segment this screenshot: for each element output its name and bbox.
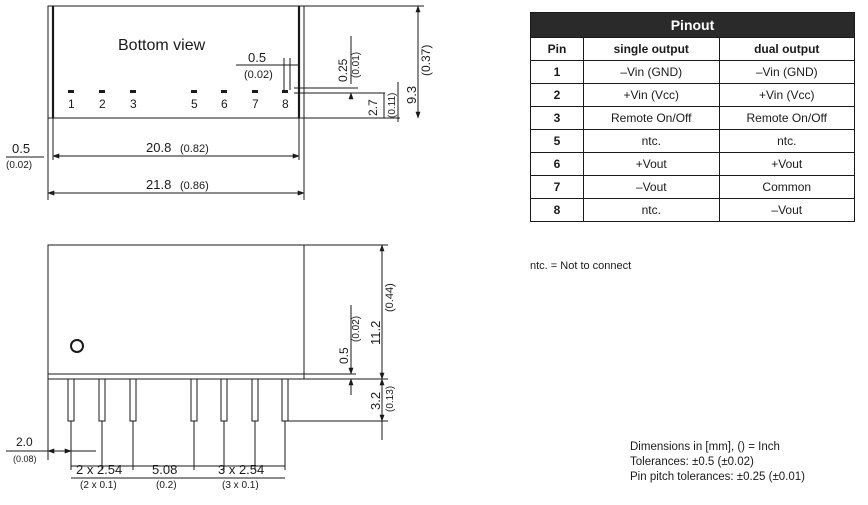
dimension-units-note: Dimensions in [mm], () = Inch xyxy=(630,441,780,453)
dual-cell: Remote On/Off xyxy=(718,106,855,130)
dim-body-depth-inch: (0.37) xyxy=(419,45,433,76)
dim-pin-width-inch: (0.02) xyxy=(244,69,273,81)
pin-cell: 5 xyxy=(530,129,584,153)
pin-cell: 3 xyxy=(530,106,584,130)
dim-inner-length-inch: (0.82) xyxy=(180,143,209,155)
pin-number: 7 xyxy=(252,97,259,111)
dim-overall-length-inch: (0.86) xyxy=(180,180,209,192)
table-row: 8 ntc. –Vout xyxy=(530,198,855,222)
pinout-header-dual: dual output xyxy=(718,37,855,61)
pin-number: 2 xyxy=(99,97,106,111)
dual-cell: +Vin (Vcc) xyxy=(718,83,855,107)
dim-pad-offset: 0.25 xyxy=(336,58,350,82)
pin1-marker-icon xyxy=(70,339,84,353)
bottom-view-drawing: Bottom view 1 2 3 5 6 7 8 0.5 (0.02) 0.2… xyxy=(6,5,433,200)
tolerance-note: Tolerances: ±0.5 (±0.02) xyxy=(630,456,754,468)
side-view-drawing: 11.2 (0.44) 0.5 (0.02) 3.2 (0.13) 2.0 (0… xyxy=(6,244,396,491)
dim-side-gap-inch: (0.02) xyxy=(6,160,32,171)
dim-body-depth: 9.3 xyxy=(404,86,419,104)
dim-pad-offset-inch: (0.01) xyxy=(351,52,362,78)
dim-body-height-inch: (0.44) xyxy=(384,283,396,312)
pin-pad xyxy=(282,90,288,93)
pin-pad xyxy=(252,90,258,93)
table-row: 2 +Vin (Vcc) +Vin (Vcc) xyxy=(530,83,855,107)
dim-pin-width: 0.5 xyxy=(248,50,266,65)
pin-cell: 6 xyxy=(530,152,584,176)
side-pin xyxy=(67,378,75,422)
pinout-header-pin: Pin xyxy=(530,37,584,61)
side-pin xyxy=(129,378,137,422)
pin-number: 3 xyxy=(130,97,137,111)
pin-cell: 2 xyxy=(530,83,584,107)
single-cell: +Vin (Vcc) xyxy=(583,83,720,107)
dim-pitch-b-inch: (3 x 0.1) xyxy=(222,480,259,491)
ntc-note: ntc. = Not to connect xyxy=(530,260,632,272)
dim-pitch-a: 2 x 2.54 xyxy=(76,462,122,477)
single-cell: +Vout xyxy=(583,152,720,176)
table-row: 3 Remote On/Off Remote On/Off xyxy=(530,106,855,130)
side-pin xyxy=(251,378,259,422)
dim-pitch-a-inch: (2 x 0.1) xyxy=(80,480,117,491)
pin-cell: 7 xyxy=(530,175,584,199)
dual-cell: Common xyxy=(718,175,855,199)
dim-pin-length-inch: (0.13) xyxy=(385,386,396,412)
single-cell: ntc. xyxy=(583,198,720,222)
single-cell: –Vout xyxy=(583,175,720,199)
dim-overall-length: 21.8 xyxy=(146,177,171,192)
table-row: 7 –Vout Common xyxy=(530,175,855,199)
pin-pitch-note: Pin pitch tolerances: ±0.25 (±0.01) xyxy=(630,471,805,483)
pin-number: 8 xyxy=(282,97,289,111)
single-cell: ntc. xyxy=(583,129,720,153)
pinout-table: Pinout Pin single output dual output 1 –… xyxy=(530,12,855,222)
table-row: 6 +Vout +Vout xyxy=(530,152,855,176)
dim-first-pin-offset-inch: (0.08) xyxy=(13,454,37,464)
dim-pin-row-height-inch: (0.11) xyxy=(387,93,398,118)
dimension-notes: Dimensions in [mm], () = Inch Tolerances… xyxy=(630,440,805,485)
pinout-header-single: single output xyxy=(583,37,720,61)
pin-cell: 8 xyxy=(530,198,584,222)
pin-pad xyxy=(130,90,136,93)
dim-pin-length: 3.2 xyxy=(368,392,383,410)
pin-pad xyxy=(191,90,197,93)
single-cell: Remote On/Off xyxy=(583,106,720,130)
dual-cell: –Vout xyxy=(718,198,855,222)
dim-pitch-b: 3 x 2.54 xyxy=(218,462,264,477)
dual-cell: +Vout xyxy=(718,152,855,176)
side-pin xyxy=(98,378,106,422)
pin-number: 6 xyxy=(221,97,228,111)
dim-first-pin-offset: 2.0 xyxy=(16,435,33,449)
dim-side-gap: 0.5 xyxy=(12,141,30,156)
dim-gap: 5.08 xyxy=(152,462,177,477)
side-pin xyxy=(220,378,228,422)
pin-number: 1 xyxy=(68,97,75,111)
dim-inner-length: 20.8 xyxy=(146,140,171,155)
dim-gap-inch: (0.2) xyxy=(156,480,177,491)
dim-body-height: 11.2 xyxy=(368,321,383,345)
table-row: 5 ntc. ntc. xyxy=(530,129,855,153)
pin-pad xyxy=(99,90,105,93)
dual-cell: ntc. xyxy=(718,129,855,153)
pin-pad xyxy=(68,90,74,93)
dim-standoff: 0.5 xyxy=(337,347,351,364)
side-view-outline xyxy=(47,244,305,380)
pinout-title: Pinout xyxy=(530,12,855,38)
pin-number: 5 xyxy=(191,97,198,111)
bottom-view-outline xyxy=(47,5,305,119)
side-pin xyxy=(281,378,289,422)
dim-pin-row-height: 2.7 xyxy=(366,99,380,116)
dim-standoff-inch: (0.02) xyxy=(351,316,362,342)
bottom-view-label: Bottom view xyxy=(118,37,206,54)
table-row: 1 –Vin (GND) –Vin (GND) xyxy=(530,60,855,84)
side-pin xyxy=(190,378,198,422)
single-cell: –Vin (GND) xyxy=(583,60,720,84)
dual-cell: –Vin (GND) xyxy=(718,60,855,84)
pin-pad xyxy=(221,90,227,93)
pin-cell: 1 xyxy=(530,60,584,84)
